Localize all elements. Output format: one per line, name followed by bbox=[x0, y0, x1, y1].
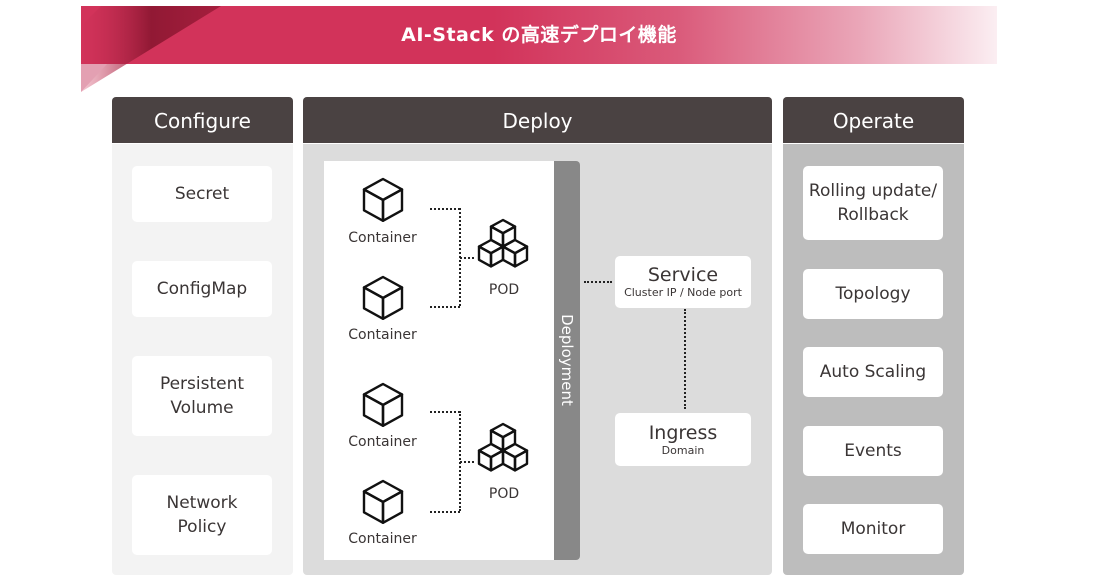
operate-item-monitor: Monitor bbox=[803, 504, 943, 554]
connector-line bbox=[460, 461, 474, 463]
deploy-header: Deploy bbox=[303, 97, 772, 144]
connector-line bbox=[430, 306, 460, 308]
item-label: Rolling update/ Rollback bbox=[808, 181, 938, 225]
container-label: Container bbox=[348, 230, 417, 246]
banner-title: AI-Stack の高速デプロイ機能 bbox=[401, 24, 677, 46]
deployment-label: Deployment bbox=[558, 314, 576, 406]
deployment-bar bbox=[554, 161, 580, 560]
container-icon bbox=[362, 275, 404, 320]
title-banner bbox=[81, 6, 997, 64]
operate-item-rolling-update: Rolling update/ Rollback bbox=[803, 166, 943, 240]
container-label: Container bbox=[348, 327, 417, 343]
ingress-subtitle: Domain bbox=[661, 443, 705, 457]
operate-header: Operate bbox=[783, 97, 964, 144]
configure-item-persistent-volume: Persistent Volume bbox=[132, 356, 272, 436]
item-label: ConfigMap bbox=[156, 279, 248, 299]
item-label: Monitor bbox=[840, 519, 906, 539]
container-label: Container bbox=[348, 434, 417, 450]
ingress-box: Ingress Domain bbox=[615, 413, 751, 466]
ingress-title: Ingress bbox=[648, 421, 718, 444]
item-label: Events bbox=[844, 441, 902, 461]
operate-item-events: Events bbox=[803, 426, 943, 476]
configure-item-configmap: ConfigMap bbox=[132, 261, 272, 317]
connector-line bbox=[430, 511, 460, 513]
service-title: Service bbox=[647, 264, 719, 286]
container-icon bbox=[362, 382, 404, 427]
operate-item-topology: Topology bbox=[803, 269, 943, 319]
service-subtitle: Cluster IP / Node port bbox=[624, 286, 742, 299]
item-label: Topology bbox=[835, 284, 911, 304]
operate-item-auto-scaling: Auto Scaling bbox=[803, 347, 943, 397]
configure-header: Configure bbox=[112, 97, 293, 144]
connector-line bbox=[430, 208, 460, 210]
connector-line bbox=[684, 309, 686, 409]
item-label: Persistent Volume bbox=[159, 374, 245, 418]
configure-item-secret: Secret bbox=[132, 166, 272, 222]
container-icon bbox=[362, 479, 404, 524]
pod-label: POD bbox=[488, 282, 520, 298]
configure-item-network-policy: Network Policy bbox=[132, 475, 272, 555]
banner-decoration bbox=[81, 6, 221, 92]
pod-label: POD bbox=[488, 486, 520, 502]
container-icon bbox=[362, 177, 404, 222]
connector-line bbox=[460, 257, 474, 259]
item-label: Secret bbox=[174, 184, 230, 204]
pod-icon bbox=[501, 238, 529, 268]
item-label: Auto Scaling bbox=[819, 362, 927, 382]
connector-line bbox=[584, 281, 612, 283]
item-label: Network Policy bbox=[166, 493, 238, 537]
connector-line bbox=[430, 411, 460, 413]
pod-icon bbox=[501, 442, 529, 472]
container-label: Container bbox=[348, 531, 417, 547]
service-box: Service Cluster IP / Node port bbox=[615, 256, 751, 308]
